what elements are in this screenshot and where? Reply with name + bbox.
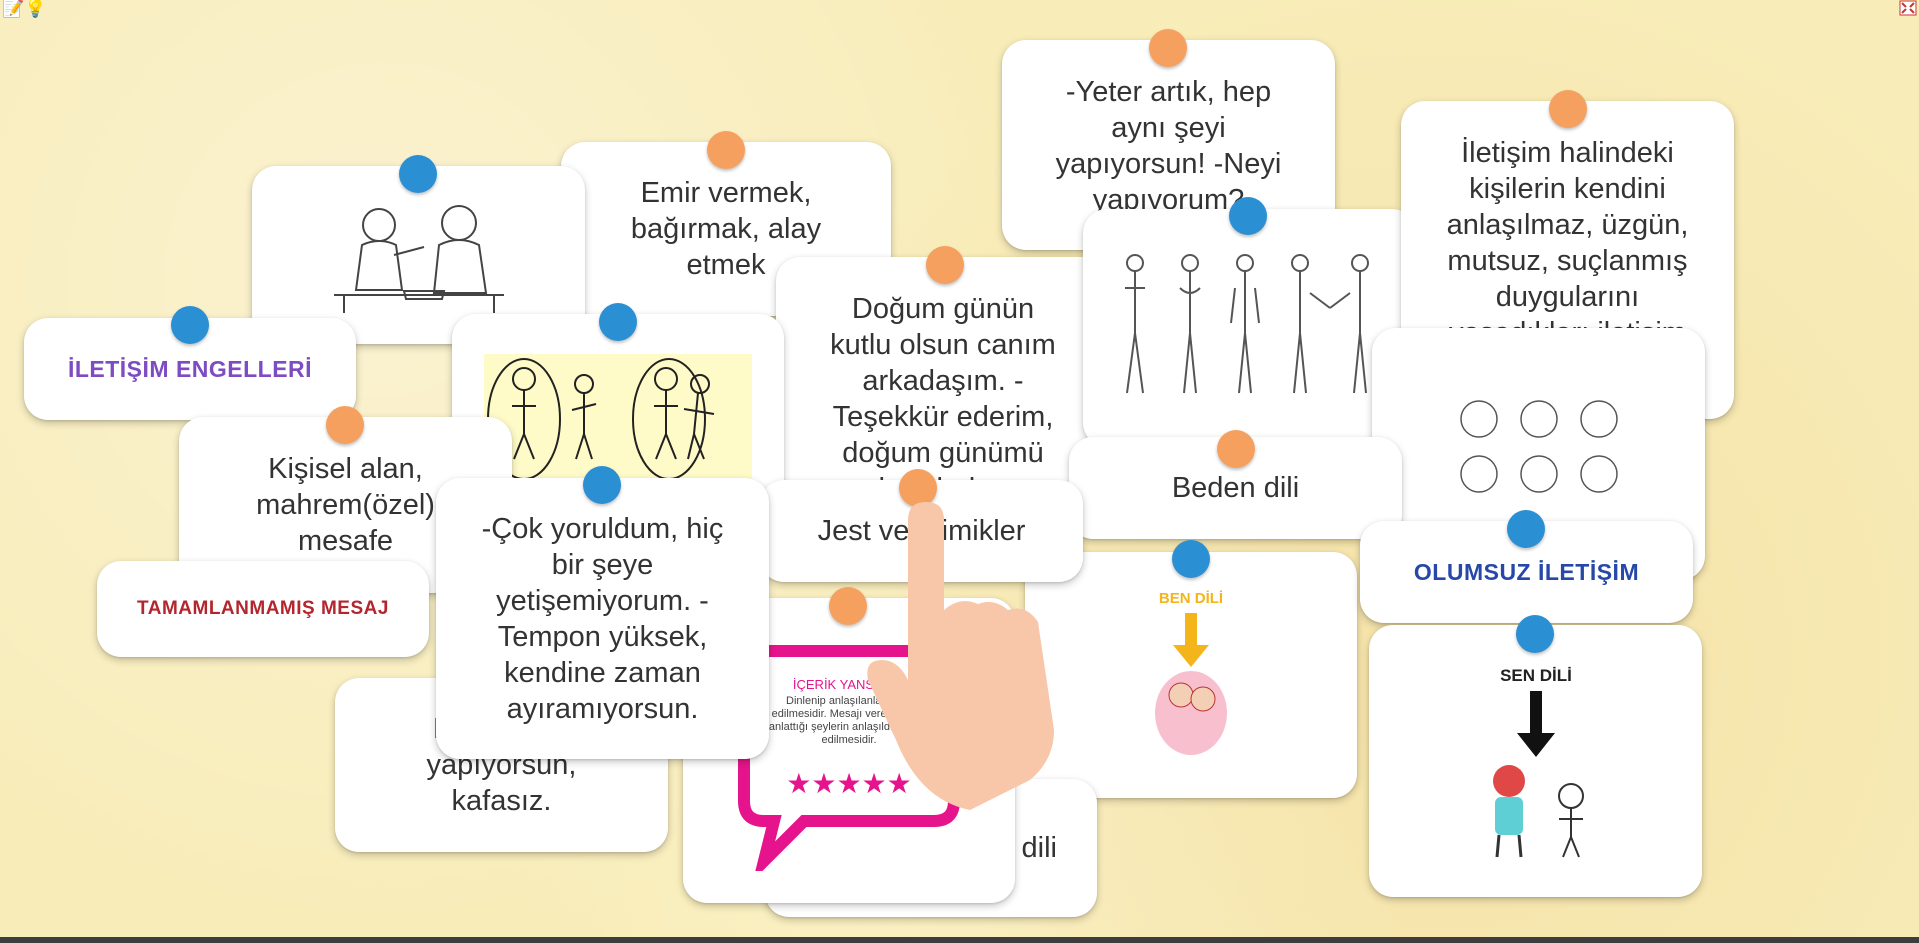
pointing-hand-icon[interactable] xyxy=(860,500,1060,820)
pin xyxy=(1507,510,1545,548)
card-ben-dili[interactable]: BEN DİLİ xyxy=(1025,552,1357,798)
pin xyxy=(399,155,437,193)
card-text: OLUMSUZ İLETİŞİM xyxy=(1413,559,1640,585)
standing-figures-image xyxy=(1124,254,1369,394)
help-icon[interactable]: 📝 xyxy=(2,0,25,18)
pin xyxy=(599,303,637,341)
card-sen-dili[interactable]: SEN DİLİ xyxy=(1369,625,1702,897)
pin xyxy=(829,587,867,625)
card-tamamlanmamis-mesaj[interactable]: TAMAMLANMAMIŞ MESAJ xyxy=(97,561,429,657)
pin xyxy=(1217,430,1255,468)
pin xyxy=(926,246,964,284)
pin xyxy=(707,131,745,169)
card-text: Doğum günün kutlu olsun canım arkadaşım.… xyxy=(830,293,1056,501)
pin xyxy=(899,469,937,507)
pin xyxy=(583,466,621,504)
stick-figures-image xyxy=(484,354,752,484)
lightbulb-icon[interactable]: 💡 xyxy=(24,0,47,18)
pin xyxy=(1229,197,1267,235)
arguing-men-image xyxy=(333,205,504,313)
pin xyxy=(1149,29,1187,67)
bottom-bar xyxy=(0,937,1919,943)
star-rating: ★★★★★ xyxy=(786,767,912,800)
pin xyxy=(171,306,209,344)
card-cok-yoruldum[interactable]: -Çok yoruldum, hiç bir şeye yetişemiyoru… xyxy=(436,478,769,759)
ben-dili-image: BEN DİLİ xyxy=(1155,590,1227,755)
pin xyxy=(1172,540,1210,578)
card-emir-vermek[interactable]: Emir vermek, bağırmak, alay etmek xyxy=(561,142,891,316)
sen-dili-image: SEN DİLİ xyxy=(1492,666,1584,858)
card-text: dili xyxy=(1021,832,1057,864)
card-dogum-gunu[interactable]: Doğum günün kutlu olsun canım arkadaşım.… xyxy=(776,257,1110,501)
card-text: Kişisel alan, mahrem(özel) mesafe xyxy=(256,453,435,557)
card-text: İLETİŞİM ENGELLERİ xyxy=(67,356,313,382)
ben-dili-label: BEN DİLİ xyxy=(1159,590,1223,607)
sen-dili-label: SEN DİLİ xyxy=(1500,666,1572,685)
card-text: TAMAMLANMAMIŞ MESAJ xyxy=(137,598,389,619)
faces-image xyxy=(1459,400,1618,493)
card-text: -Çok yoruldum, hiç bir şeye yetişemiyoru… xyxy=(481,512,724,725)
fullscreen-icon[interactable] xyxy=(1899,0,1917,16)
card-text: İletişim halindeki kişilerin kendini anl… xyxy=(1446,137,1689,385)
pin xyxy=(1516,615,1554,653)
pin xyxy=(1549,90,1587,128)
card-text: Emir vermek, bağırmak, alay etmek xyxy=(630,177,822,281)
card-text: Beden dili xyxy=(1171,472,1300,504)
pin xyxy=(326,406,364,444)
card-body-language-image[interactable] xyxy=(1083,209,1416,447)
